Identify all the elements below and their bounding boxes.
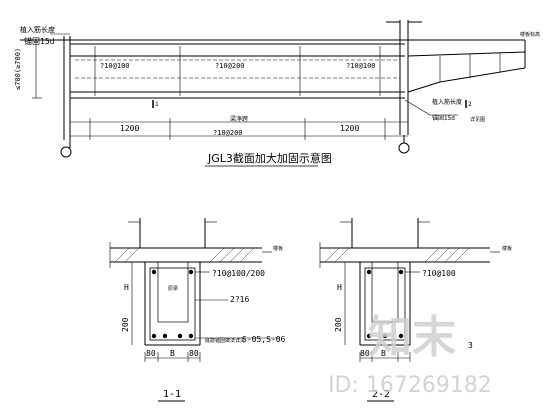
s1-dim-80b: 80 <box>189 349 199 358</box>
top-right-note: 楼板标高 <box>520 31 540 38</box>
s1-dim-80a: 80 <box>146 349 156 358</box>
s1-core-note: 原梁 <box>168 285 178 292</box>
lap-15d-left: 锚固15d <box>24 36 55 46</box>
lap-15d-right: 锚固15d <box>432 114 455 122</box>
rebar-label-mid: ?10@200 <box>215 62 245 70</box>
anchor-note-left: 植入筋长度 <box>20 25 55 34</box>
s1-bars-label: 2?16 <box>230 295 249 304</box>
dim-1200-right: 1200 <box>340 124 359 133</box>
section-2-2-labels: 楼板 ?10@100 H 200 80 B 3 2-2 <box>334 245 512 400</box>
section-1-1 <box>109 218 280 362</box>
elevation-labels: 植入筋长度 锚固15d ≤700(≥700) ?10@100 ?10@200 ?… <box>14 25 540 137</box>
axis-bubble-left <box>60 146 72 158</box>
s1-dim-h: H <box>124 283 129 292</box>
section-mark-1: 1 <box>155 101 159 108</box>
rebar-label-left: ?10@100 <box>100 62 130 70</box>
watermark-id: ID: 167269182 <box>328 373 492 398</box>
s1-stirrup-label: ?10@100/200 <box>212 269 265 278</box>
dim-1200-left: 1200 <box>120 124 139 133</box>
s2-stirrup-label: ?10@100 <box>422 269 456 278</box>
section-2-2-bars <box>366 269 404 339</box>
s2-dim-b: B <box>381 349 386 358</box>
s1-label: 1-1 <box>163 389 181 400</box>
anchor-note-right: 植入筋长度 <box>432 98 462 106</box>
s2-dim-3: 3 <box>468 341 473 350</box>
s1-slab-note: 楼板 <box>273 245 283 252</box>
s1-dim-200: 200 <box>121 317 130 332</box>
dim-left-vertical: ≤700(≥700) <box>14 48 22 90</box>
s2-slab-note: 楼板 <box>502 245 512 252</box>
section-2-2 <box>319 218 500 362</box>
s1-dim-b: B <box>170 349 175 358</box>
axis-bubble-right <box>398 142 410 154</box>
section-mark-2: 2 <box>468 101 472 108</box>
rebar-label-bottom-mid: ?10@200 <box>213 129 243 137</box>
drawing-title: JGL3截面加大加固示意图 <box>207 151 332 165</box>
s1-ref-prefix: 底筋锚固做法详见 <box>205 337 245 344</box>
s2-dim-200: 200 <box>334 317 343 332</box>
right-small-note: 详见图 <box>470 116 485 123</box>
s2-dim-h: H <box>337 283 342 292</box>
section-1-1-labels: 楼板 ?10@100/200 2?16 原梁 H 200 80 B 80 底筋锚… <box>121 245 286 400</box>
s1-ref-note: S-05,S-06 <box>242 335 286 344</box>
watermark-logo: 知末 <box>368 312 456 363</box>
s2-dim-80a: 80 <box>360 349 370 358</box>
rebar-label-right: ?10@100 <box>346 62 376 70</box>
section-1-1-bars <box>151 269 194 339</box>
beam-label-mid: 梁净跨 <box>230 115 248 123</box>
beam-elevation <box>20 20 526 158</box>
s2-label: 2-2 <box>372 389 390 400</box>
